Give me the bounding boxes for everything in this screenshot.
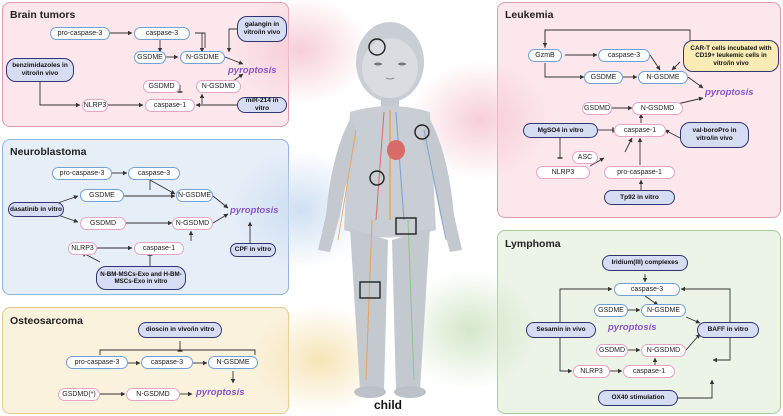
leukemia-tp92-node: Tp92 in vitro [604,190,675,205]
brain-pro-caspase3-node: pro-caspase-3 [50,27,110,40]
osteo-gsdmd-star-node: GSDMD(*) [58,388,100,401]
brain-nlrp3-node: NLRP3 [82,99,108,112]
neuroblastoma-title: Neuroblastoma [10,146,87,158]
osteo-pro-caspase3-node: pro-caspase-3 [66,356,128,369]
lymphoma-gsdmd-node: GSDMD [596,344,628,357]
neuro-gsdme-node: GSDME [80,189,124,202]
brain-gsdme-node: GSDME [134,51,166,64]
neuro-dasatinib-node: dasatinib in vitro [8,202,64,217]
osteo-caspase3-node: caspase-3 [141,356,193,369]
leukemia-n-gsdmd-node: N-GSDMD [632,102,683,115]
leukemia-gsdme-node: GSDME [584,71,623,84]
lymphoma-n-gsdme-node: N-GSDME [641,304,686,317]
brain-caspase3-node: caspase-3 [134,27,190,40]
leukemia-gzmb-node: GzmB [528,49,562,62]
leukemia-valboro-node: val-boroPro in vitro/in vivo [680,122,749,148]
leukemia-arrows [542,29,704,190]
neuro-n-gsdmd-node: N-GSDMD [172,217,213,230]
leukemia-caspase1-node: caspase-1 [614,124,666,137]
brain-galangin-node: galangin in vitro/in vivo [237,16,287,42]
leukemia-pro-caspase1-node: pro-caspase-1 [604,166,675,179]
neuro-n-gsdme-node: N-GSDME [176,189,213,202]
brain-tumors-title: Brain tumors [10,9,76,21]
lymphoma-nlrp3-node: NLRP3 [573,365,610,378]
brain-pyroptosis-label: pyroptosis [228,65,277,76]
leukemia-asc-node: ASC [572,151,598,164]
lymphoma-ox40-node: OX40 stimulation [598,390,678,406]
lymphoma-pyroptosis-label: pyroptosis [608,322,657,333]
leukemia-n-gsdme-node: N-GSDME [638,71,688,84]
lymphoma-iridium-node: Iridium(III) complexes [602,255,688,271]
lymphoma-caspase3-node: caspase-3 [614,283,680,296]
brain-gsdmd-node: GSDMD [143,80,180,93]
neuro-gsdmd-node: GSDMD [80,217,126,230]
leukemia-gsdmd-node: GSDMD [582,102,612,115]
neuro-pyroptosis-label: pyroptosis [230,205,279,216]
lymphoma-title: Lymphoma [505,238,561,250]
leukemia-title: Leukemia [505,9,554,21]
leukemia-mgso4-node: MgSO4 in vitro [523,123,598,138]
osteo-n-gsdmd-node: N-GSDMD [126,388,180,401]
brain-n-gsdme-node: N-GSDME [180,51,225,64]
osteo-dioscin-node: dioscin in vivo/in vitro [138,322,222,338]
osteo-arrows [99,341,256,397]
osteosarcoma-title: Osteosarcoma [10,315,83,327]
neuro-nlrp3-node: NLRP3 [68,242,97,255]
osteo-n-gsdme-node: N-GSDME [208,356,258,369]
lymphoma-baff-node: BAFF in vitro [697,322,759,338]
osteo-pyroptosis-label: pyroptosis [196,387,245,398]
neuro-pro-caspase3-node: pro-caspase-3 [52,167,112,180]
lymphoma-caspase1-node: caspase-1 [623,365,675,378]
neuro-caspase3-node: caspase-3 [128,167,180,180]
leukemia-cart-node: CAR-T cells incubated with CD19+ leukemi… [683,40,779,72]
neuro-cpf-node: CPF in vitro [230,243,276,257]
neuro-caspase1-node: caspase-1 [134,242,184,255]
lymphoma-gsdme-node: GSDME [594,304,628,317]
brain-mir214-node: miR-214 in vitro [237,97,287,113]
lymphoma-sesamin-node: Sesamin in vivo [526,322,596,338]
brain-n-gsdmd-node: N-GSDMD [196,80,241,93]
neuro-exo-node: N-BM-MSCs-Exo and H-BM-MSCs-Exo in vitro [96,266,186,290]
leukemia-caspase3-node: caspase-3 [598,49,650,62]
leukemia-nlrp3-node: NLRP3 [536,166,590,179]
brain-caspase1-node: caspase-1 [145,99,195,112]
child-caption: child [374,398,403,412]
lymphoma-n-gsdmd-node: N-GSDMD [641,344,686,357]
leukemia-pyroptosis-label: pyroptosis [705,87,754,98]
child-figure [318,22,462,398]
brain-benzimidazoles-node: benzimidazoles in vitro/in vivo [6,58,74,82]
